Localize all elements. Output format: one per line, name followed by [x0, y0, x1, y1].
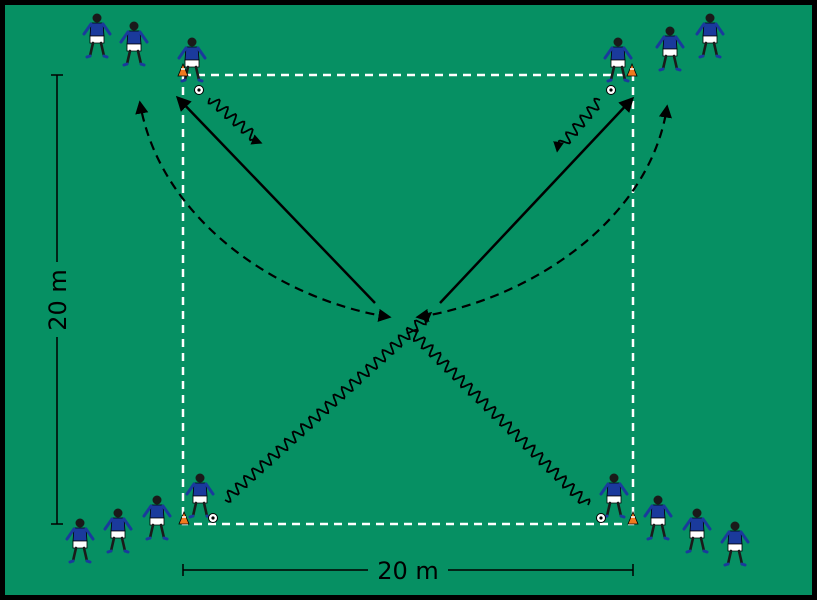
- dribble-arrow-bottom-right: [406, 328, 591, 506]
- run-arrow-left: [135, 100, 392, 322]
- field-background: [5, 5, 812, 595]
- ball-top-right: [606, 85, 616, 95]
- height-dimension: 20 m: [43, 74, 72, 525]
- width-label: 20 m: [377, 557, 439, 585]
- ball-top-left: [194, 85, 204, 95]
- ball-bottom-left: [208, 513, 218, 523]
- ball-bottom-right: [596, 513, 606, 523]
- width-dimension: 20 m: [182, 556, 634, 585]
- dribble-arrow-bottom-left: [224, 311, 433, 503]
- run-arrow-right: [415, 104, 672, 322]
- dribble-arrow-top-left: [207, 97, 263, 145]
- dribble-arrows: [207, 97, 601, 506]
- height-label: 20 m: [44, 269, 72, 331]
- dribble-arrow-top-right: [553, 97, 601, 153]
